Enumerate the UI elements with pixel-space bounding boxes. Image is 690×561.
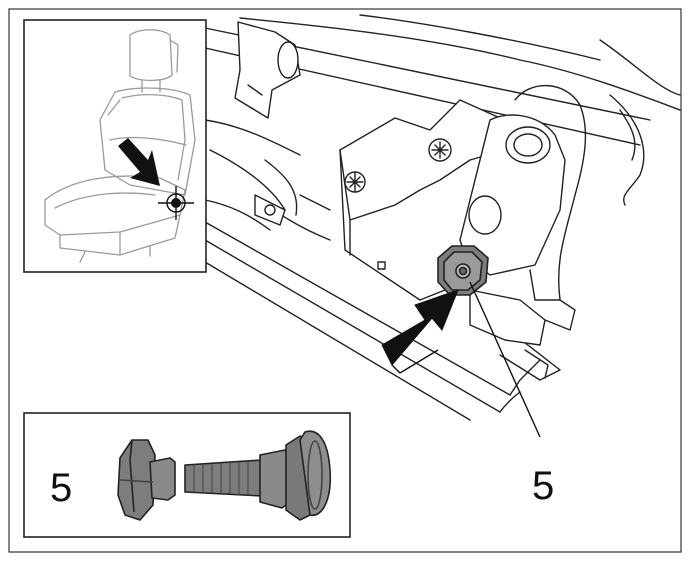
nut-side-view bbox=[117, 439, 176, 521]
parts-inset bbox=[23, 412, 351, 538]
bolt-side-view bbox=[184, 430, 332, 521]
callout-leader bbox=[469, 281, 541, 438]
seat-rail-mechanism bbox=[204, 14, 681, 421]
direction-arrow bbox=[381, 289, 459, 374]
seat-locator-inset bbox=[23, 19, 207, 273]
outer-frame bbox=[8, 8, 682, 553]
hex-nut-part bbox=[437, 245, 489, 296]
callout-number-inset: 5 bbox=[50, 466, 73, 510]
callout-number-main: 5 bbox=[532, 464, 555, 508]
